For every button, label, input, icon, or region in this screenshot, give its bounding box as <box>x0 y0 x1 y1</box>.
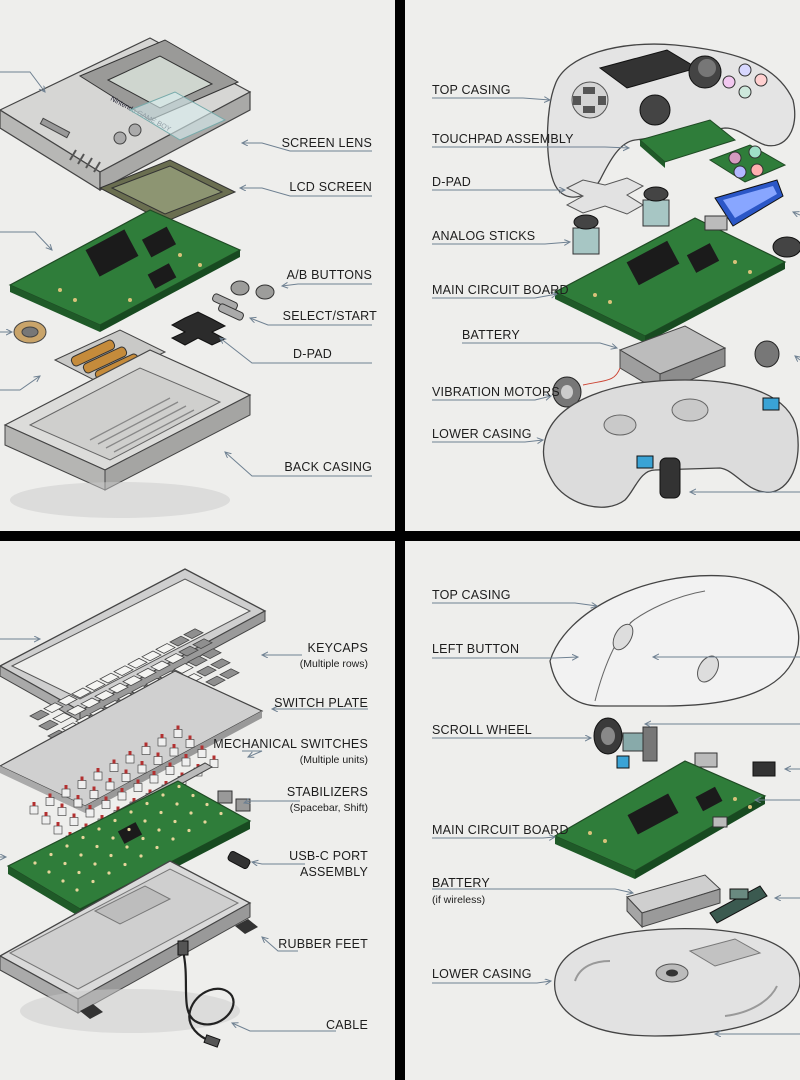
label-switch-plate: SWITCH PLATE <box>274 696 368 710</box>
label-controller-lower-casing: LOWER CASING <box>432 427 532 441</box>
label-controller-dpad: D-PAD <box>432 175 471 189</box>
label-gameboy-dpad: D-PAD <box>293 347 332 361</box>
label-keycaps: KEYCAPS <box>307 641 368 655</box>
label-mouse-lower-casing: LOWER CASING <box>432 967 532 981</box>
panel-gameboy: Nintendo GAME BOY <box>0 0 395 531</box>
mouse-top-casing <box>549 574 800 707</box>
label-stabilizers-note: (Spacebar, Shift) <box>289 802 368 814</box>
label-cable: CABLE <box>326 1018 368 1032</box>
mouse-lower-casing <box>554 927 800 1037</box>
mouse-side-switch <box>694 752 776 777</box>
keyboard-rubber-feet <box>80 919 258 1019</box>
label-select-start: SELECT/START <box>282 309 377 323</box>
label-usbc-port: USB-C PORT <box>289 849 368 863</box>
label-rubber-feet: RUBBER FEET <box>278 937 368 951</box>
label-mouse-main-circuit-board: MAIN CIRCUIT BOARD <box>432 823 569 837</box>
keyboard-usbc-port <box>227 850 251 870</box>
keyboard-switch-plate <box>0 670 264 813</box>
keyboard-bottom-case <box>0 860 252 1033</box>
gameboy-circuit-board <box>8 209 242 332</box>
controller-analog-sticks <box>572 186 670 255</box>
controller-vibration-motors <box>552 340 780 408</box>
label-screen-lens: SCREEN LENS <box>281 136 372 150</box>
keyboard-exploded-illustration <box>0 568 368 1048</box>
controller-touchpad <box>638 119 737 168</box>
gameboy-back-casing <box>3 349 252 518</box>
label-mouse-battery: BATTERY <box>432 876 490 890</box>
keyboard-cable <box>177 940 235 1048</box>
label-vibration-motors: VIBRATION MOTORS <box>432 385 560 399</box>
controller-speaker <box>772 236 800 258</box>
keyboard-mechanical-switches <box>29 725 219 845</box>
gameboy-dpad <box>170 311 227 346</box>
mouse-scroll-wheel <box>593 717 658 769</box>
gameboy-exploded-illustration: Nintendo GAME BOY <box>0 37 372 518</box>
gameboy-lcd-screen <box>98 159 237 223</box>
controller-leader-lines <box>432 98 800 492</box>
gameboy-ab-buttons <box>230 280 275 300</box>
mouse-side-grip <box>709 885 768 924</box>
label-mechanical-switches-note: (Multiple units) <box>299 754 368 766</box>
panel-keyboard: KEYCAPS (Multiple rows) SWITCH PLATE MEC… <box>0 541 395 1080</box>
mouse-leader-lines <box>432 603 800 1034</box>
gameboy-select-start <box>212 293 244 321</box>
keyboard-leader-lines <box>0 639 368 1032</box>
controller-face-buttons <box>708 144 787 183</box>
gameboy-screen-lens <box>128 91 227 141</box>
label-ab-buttons: A/B BUTTONS <box>286 268 372 282</box>
keyboard-top-frame <box>0 568 267 722</box>
controller-main-circuit-board <box>553 215 787 343</box>
controller-lower-casing <box>542 379 799 508</box>
label-lcd-screen: LCD SCREEN <box>289 180 372 194</box>
label-usbc-assembly: ASSEMBLY <box>299 865 368 879</box>
gameboy-speaker <box>13 320 47 344</box>
label-stabilizers: STABILIZERS <box>286 785 368 799</box>
controller-top-casing <box>546 43 796 198</box>
mouse-main-circuit-board <box>553 760 767 879</box>
mouse-battery <box>626 874 721 929</box>
label-back-casing: BACK CASING <box>284 460 372 474</box>
label-mouse-top-casing: TOP CASING <box>432 588 511 602</box>
label-scroll-wheel: SCROLL WHEEL <box>432 723 532 737</box>
mouse-exploded-illustration <box>432 574 800 1080</box>
label-analog-sticks: ANALOG STICKS <box>432 229 536 243</box>
label-left-button: LEFT BUTTON <box>432 642 520 656</box>
label-keycaps-note: (Multiple rows) <box>299 658 368 670</box>
gameboy-leader-lines <box>0 71 372 477</box>
label-controller-top-casing: TOP CASING <box>432 83 511 97</box>
panel-mouse: TOP CASING LEFT BUTTON SCROLL WHEEL MAIN… <box>405 541 800 1080</box>
panel-controller: TOP CASING TOUCHPAD ASSEMBLY D-PAD ANALO… <box>405 0 800 531</box>
label-controller-battery: BATTERY <box>462 328 520 342</box>
label-mechanical-switches: MECHANICAL SWITCHES <box>213 737 368 751</box>
label-controller-main-circuit-board: MAIN CIRCUIT BOARD <box>432 283 569 297</box>
controller-exploded-illustration <box>432 43 800 508</box>
label-mouse-battery-note: (if wireless) <box>432 894 486 906</box>
label-touchpad-assembly: TOUCHPAD ASSEMBLY <box>432 132 574 146</box>
